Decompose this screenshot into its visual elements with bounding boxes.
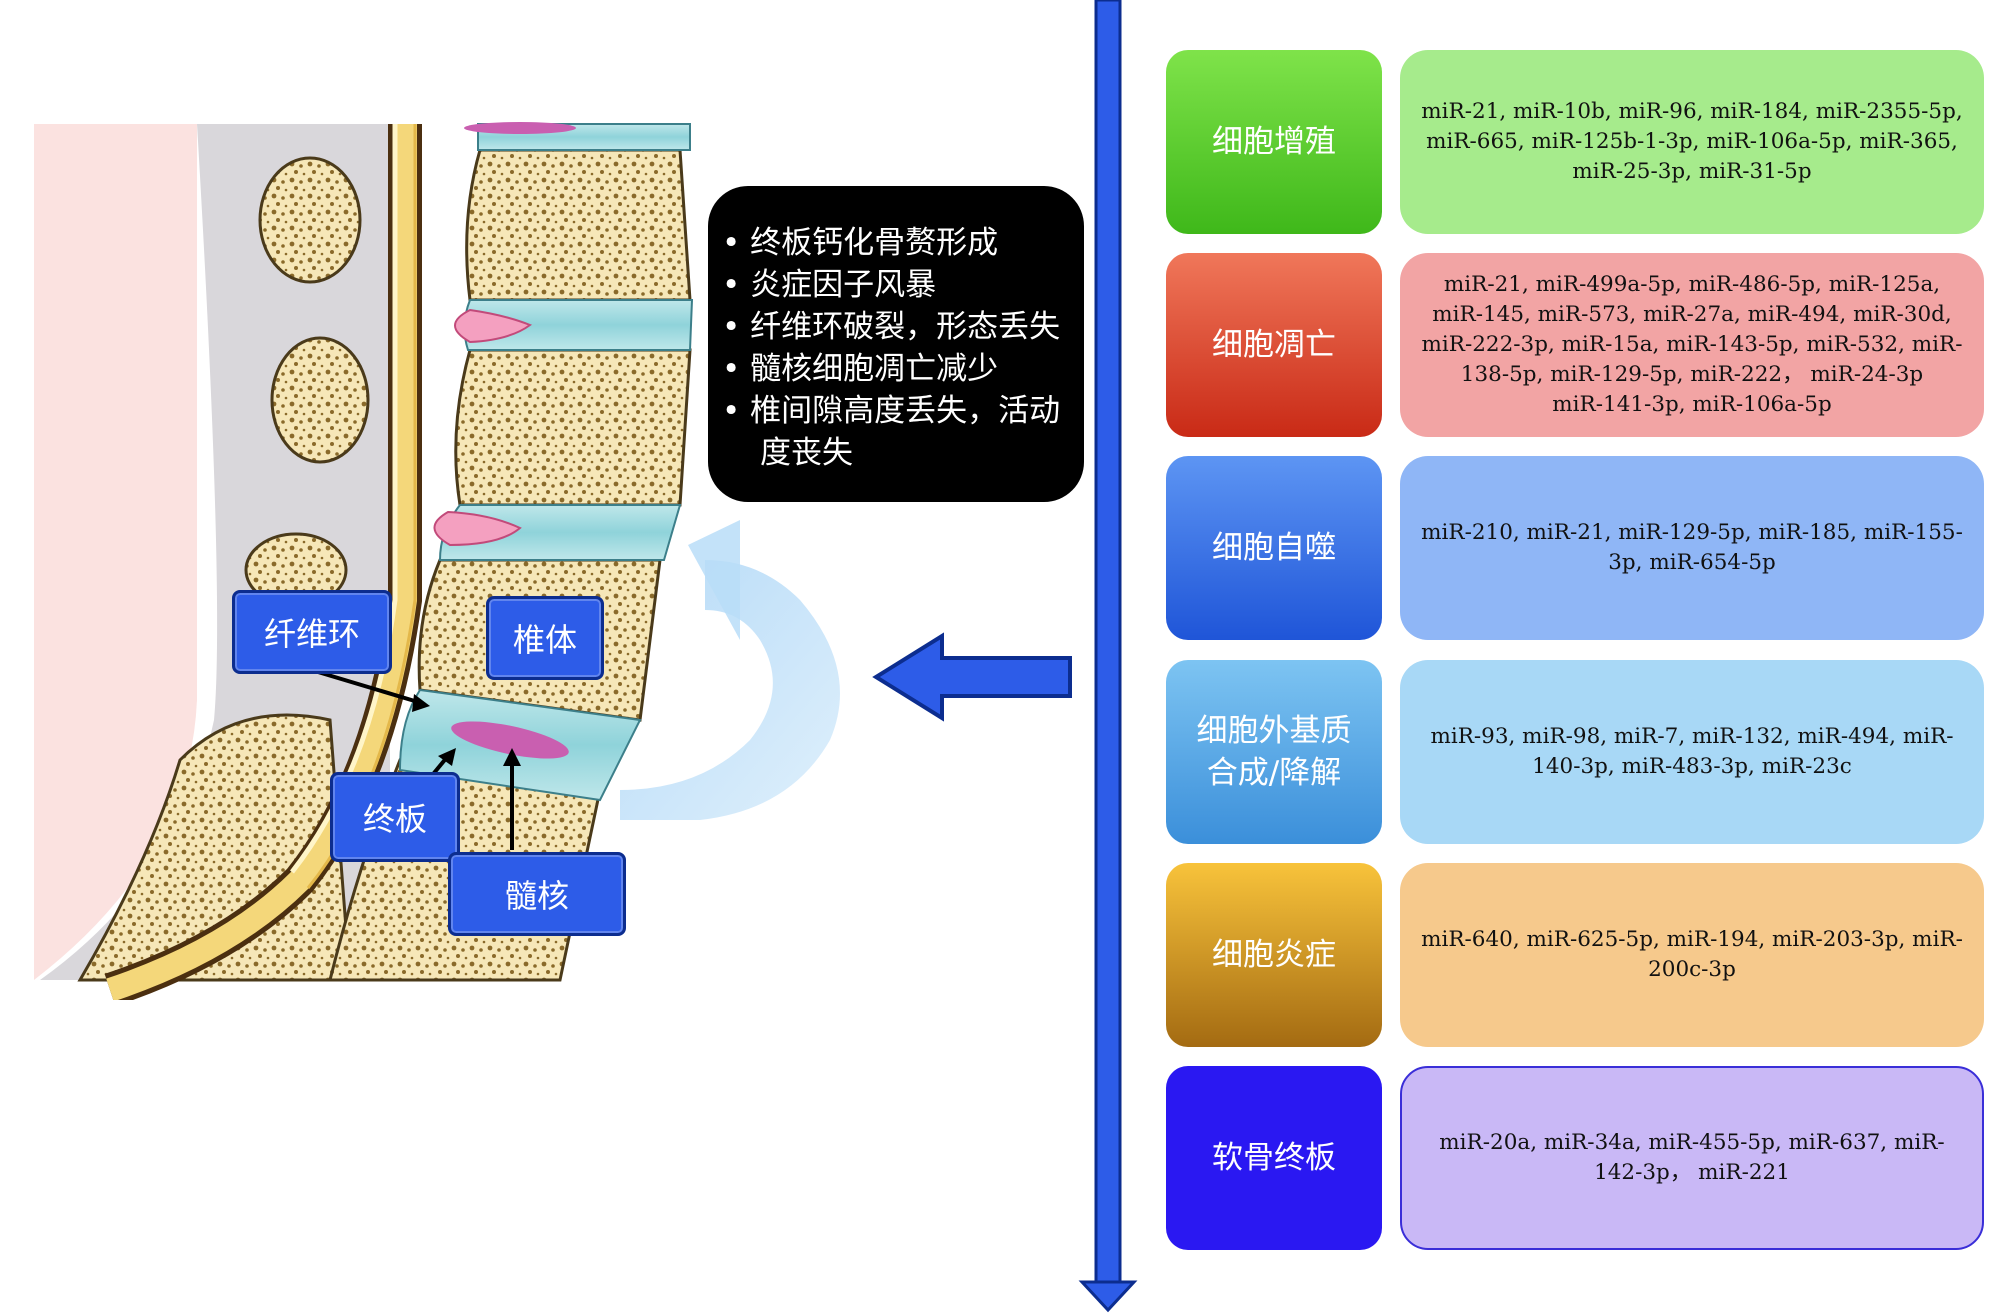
mir-line: miR-210, miR-21, miR-129-5p, miR-185, mi… [1421,520,1963,545]
mir-line: 138-5p, miR-129-5p, miR-222， miR-24-3p [1460,362,1924,387]
category-label: 细胞自噬 [1212,530,1336,566]
mir-line: miR-640, miR-625-5p, miR-194, miR-203-3p… [1421,927,1963,952]
category-box: 软骨终板 [1166,1066,1382,1250]
category-box: 细胞凋亡 [1166,253,1382,437]
category-box: 细胞外基质 合成/降解 [1166,660,1382,844]
left-arrow [872,632,1072,722]
effect-item: 度丧失 [760,435,853,471]
effect-item: • 终板钙化骨赘形成 [722,225,999,261]
category-label: 合成/降解 [1206,755,1342,791]
category-label: 软骨终板 [1212,1140,1336,1176]
mir-list-box: miR-21, miR-10b, miR-96, miR-184, miR-23… [1400,50,1984,234]
mir-line: miR-25-3p, miR-31-5p [1572,159,1812,184]
mir-line: miR-145, miR-573, miR-27a, miR-494, miR-… [1432,302,1952,327]
label-annulus-text: 纤维环 [263,615,360,653]
mir-line: 200c-3p [1648,957,1736,982]
category-label: 细胞炎症 [1212,937,1336,973]
label-annulus: 纤维环 [232,590,392,674]
category-label: 细胞增殖 [1212,124,1336,160]
mir-line: 3p, miR-654-5p [1608,550,1776,575]
mir-line: miR-21, miR-499a-5p, miR-486-5p, miR-125… [1443,272,1941,297]
category-box: 细胞增殖 [1166,50,1382,234]
mir-line: miR-222-3p, miR-15a, miR-143-5p, miR-532… [1421,332,1963,357]
mir-line: miR-141-3p, miR-106a-5p [1552,392,1832,417]
category-box: 细胞炎症 [1166,863,1382,1047]
cycle-arrow [620,560,840,820]
mir-line: miR-665, miR-125b-1-3p, miR-106a-5p, miR… [1426,129,1958,154]
category-label: 细胞外基质 [1196,713,1352,749]
label-endplate-text: 终板 [362,800,427,838]
mir-line: 142-3p， miR-221 [1594,1160,1790,1185]
effect-item: • 纤维环破裂，形态丢失 [722,309,1061,345]
category-label: 细胞凋亡 [1212,327,1336,363]
soft-tissue-back [34,124,197,980]
mir-list-box: miR-20a, miR-34a, miR-455-5p, miR-637, m… [1400,1066,1984,1250]
mir-list-box: miR-93, miR-98, miR-7, miR-132, miR-494,… [1400,660,1984,844]
effect-item: • 炎症因子风暴 [722,267,937,303]
category-box: 细胞自噬 [1166,456,1382,640]
mir-line: miR-20a, miR-34a, miR-455-5p, miR-637, m… [1439,1130,1945,1155]
mir-line: 140-3p, miR-483-3p, miR-23c [1532,754,1852,779]
vertical-arrow [1078,0,1138,1313]
mir-list-box: miR-21, miR-499a-5p, miR-486-5p, miR-125… [1400,253,1984,437]
label-nucleus: 髓核 [448,852,626,936]
label-nucleus-text: 髓核 [504,877,569,915]
effects-box: • 终板钙化骨赘形成 • 炎症因子风暴 • 纤维环破裂，形态丢失 • 髓核细胞凋… [708,186,1084,502]
label-vertebra-text: 椎体 [512,621,577,659]
mir-list-box: miR-210, miR-21, miR-129-5p, miR-185, mi… [1400,456,1984,640]
label-endplate: 终板 [330,772,460,862]
mir-line: miR-93, miR-98, miR-7, miR-132, miR-494,… [1430,724,1954,749]
effect-item: • 椎间隙高度丢失，活动 [722,393,1061,429]
mir-list-box: miR-640, miR-625-5p, miR-194, miR-203-3p… [1400,863,1984,1047]
effect-item: • 髓核细胞凋亡减少 [722,351,999,387]
mir-line: miR-21, miR-10b, miR-96, miR-184, miR-23… [1421,99,1963,124]
label-vertebra: 椎体 [486,596,604,680]
